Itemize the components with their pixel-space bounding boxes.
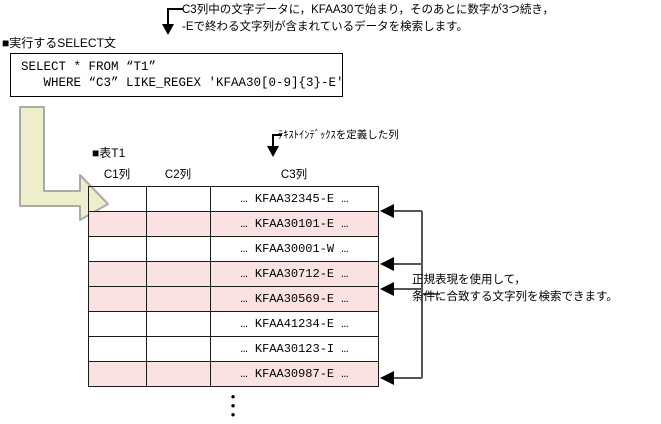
cell-c3: … KFAA30569-E … [210,286,379,312]
match-connector-bracket [380,204,440,385]
top-annotation-elbow-line [167,8,183,10]
column-header-c2: C2列 [164,169,192,181]
cell-c2 [146,186,211,212]
table-continuation-ellipsis: • • • [88,389,378,422]
table-row: … KFAA30712-E … [88,261,379,287]
top-annotation-arrowhead-icon [162,24,174,35]
cell-c2 [146,361,211,387]
cell-c3: … KFAA30101-E … [210,211,379,237]
cell-c1 [88,236,147,262]
cell-c2 [146,286,211,312]
sql-statement-text: SELECT * FROM “T1” WHERE “C3” LIKE_REGEX… [21,60,344,90]
table-row: … KFAA30001-W … [88,236,379,262]
cell-c1 [88,286,147,312]
cell-c1 [88,311,147,337]
text-index-annotation-arrowhead-icon [267,146,279,157]
cell-c2 [146,311,211,337]
table-row: … KFAA41234-E … [88,311,379,337]
data-table-body: … KFAA32345-E … … KFAA30101-E … … KFAA30… [88,186,379,387]
cell-c3: … KFAA30001-W … [210,236,379,262]
cell-c1 [88,261,147,287]
table-column-headers: C1列 C2列 C3列 [88,168,378,184]
text-index-annotation-stem-line [272,134,274,148]
top-annotation-text: C3列中の文字データに，KFAA30で始まり，そのあとに数字が3つ続き， -Eで… [182,4,555,33]
top-annotation-stem-line [167,8,169,26]
column-header-c3: C3列 [280,169,308,181]
table-row: … KFAA32345-E … [88,186,379,212]
cell-c3: … KFAA32345-E … [210,186,379,212]
ellipsis-dot: • [230,398,236,413]
cell-c2 [146,236,211,262]
cell-c3: … KFAA30123-I … [210,336,379,362]
text-index-annotation-elbow-line [272,134,282,136]
sql-statement-box: SELECT * FROM “T1” WHERE “C3” LIKE_REGEX… [10,53,344,97]
table-row: … KFAA30123-I … [88,336,379,362]
table-row: … KFAA30101-E … [88,211,379,237]
cell-c3: … KFAA41234-E … [210,311,379,337]
table-row: … KFAA30569-E … [88,286,379,312]
cell-c1 [88,186,147,212]
cell-c1 [88,336,147,362]
column-header-c1: C1列 [103,169,131,181]
ellipsis-dot: • [230,407,236,422]
table-row: … KFAA30987-E … [88,361,379,387]
ellipsis-dot: • [230,389,236,404]
data-table: … KFAA32345-E … … KFAA30101-E … … KFAA30… [88,186,379,387]
cell-c2 [146,211,211,237]
cell-c3: … KFAA30987-E … [210,361,379,387]
cell-c2 [146,336,211,362]
cell-c1 [88,211,147,237]
cell-c3: … KFAA30712-E … [210,261,379,287]
cell-c1 [88,361,147,387]
table-title: ■表T1 [92,146,126,160]
select-statement-label: ■実行するSELECT文 [2,36,116,50]
right-annotation-text: 正規表現を使用して， 条件に合致する文字列を検索できます。 [412,274,618,303]
cell-c2 [146,261,211,287]
text-index-annotation-text: ﾃｷｽﾄｲﾝﾃﾞｯｸｽを定義した列 [278,129,399,141]
